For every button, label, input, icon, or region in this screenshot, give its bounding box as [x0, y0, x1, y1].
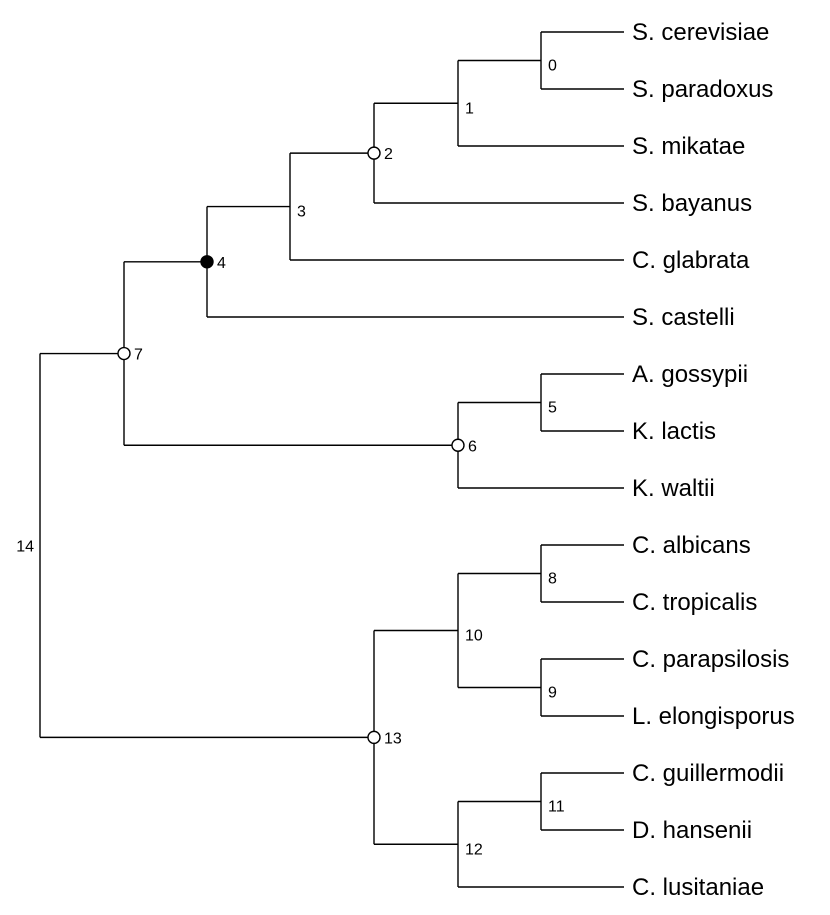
node-label: 12	[465, 841, 483, 858]
taxon-label: C. albicans	[632, 532, 751, 559]
taxon-label: K. lactis	[632, 418, 716, 445]
node-label: 6	[468, 438, 477, 455]
node-label: 10	[465, 628, 483, 645]
taxon-label: C. glabrata	[632, 247, 750, 274]
open-node-marker	[451, 438, 465, 452]
node-label: 3	[297, 204, 306, 221]
taxon-label: S. cerevisiae	[632, 19, 769, 46]
node-label: 13	[384, 730, 402, 747]
taxon-label: L. elongisporus	[632, 703, 795, 730]
taxon-label: S. mikatae	[632, 133, 745, 160]
taxon-label: K. waltii	[632, 475, 715, 502]
node-label: 7	[134, 347, 143, 364]
taxon-label: C. parapsilosis	[632, 646, 789, 673]
open-node-marker	[367, 730, 381, 745]
open-node-marker	[117, 346, 131, 361]
taxon-label: A. gossypii	[632, 361, 748, 388]
filled-node-marker	[200, 255, 214, 269]
branches	[39, 31, 624, 888]
node-label: 9	[548, 685, 557, 702]
taxon-label: C. guillermodii	[632, 760, 784, 787]
taxon-label: S. castelli	[632, 304, 735, 331]
node-label: 14	[16, 538, 34, 555]
taxon-label: C. lusitaniae	[632, 874, 764, 901]
node-label: 11	[548, 799, 565, 816]
node-label: 0	[548, 58, 557, 75]
taxon-label: C. tropicalis	[632, 589, 757, 616]
taxon-label: D. hansenii	[632, 817, 752, 844]
open-node-marker	[367, 146, 381, 160]
taxon-label: S. bayanus	[632, 190, 752, 217]
node-label: 2	[384, 146, 393, 163]
node-label: 4	[217, 255, 226, 272]
taxon-label: S. paradoxus	[632, 76, 773, 103]
node-label: 8	[548, 571, 557, 588]
node-label: 5	[548, 400, 557, 417]
node-label: 1	[465, 100, 474, 117]
